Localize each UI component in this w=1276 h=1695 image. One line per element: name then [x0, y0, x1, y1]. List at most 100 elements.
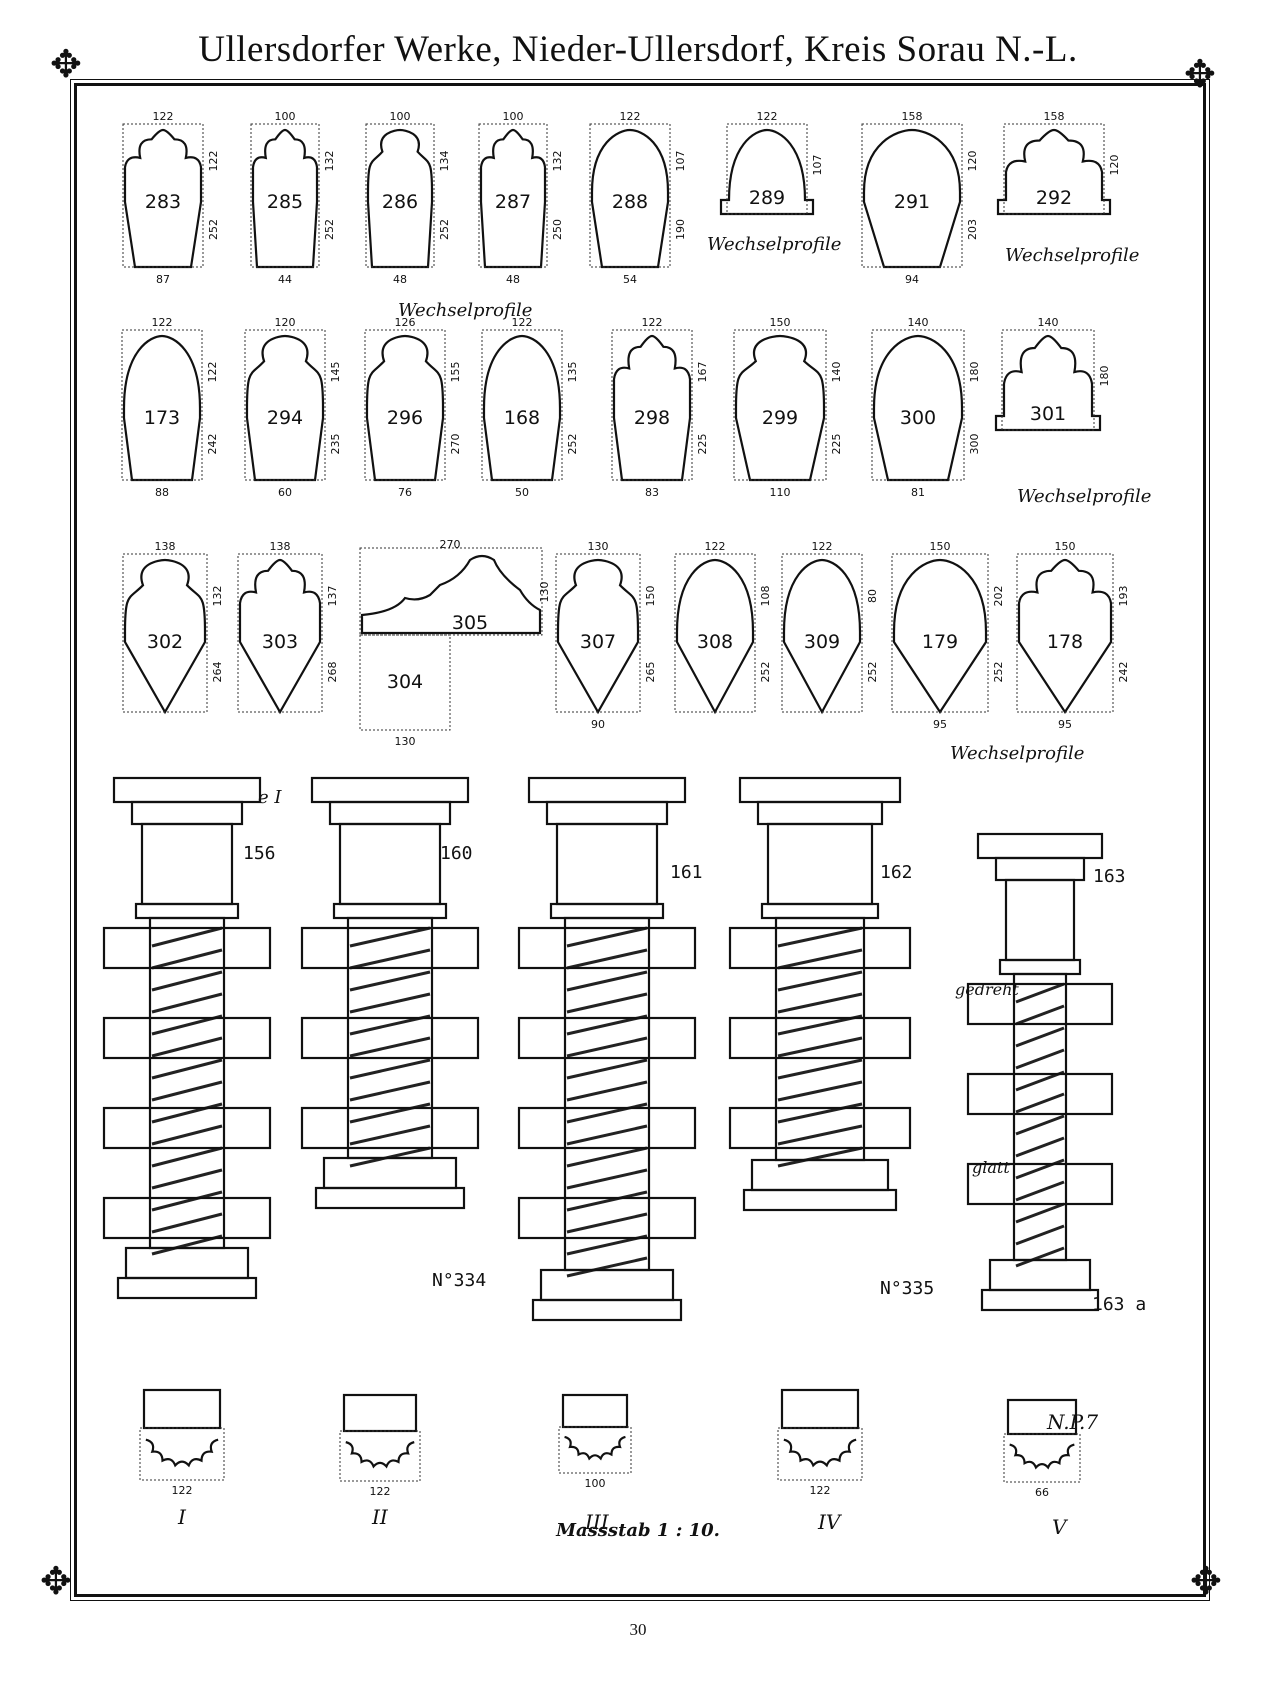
dimension-base: 76	[398, 486, 412, 499]
dimension-box	[1003, 123, 1105, 215]
dimension-height: 202	[992, 586, 1005, 607]
profile-outline	[782, 558, 862, 715]
column-reference: 163 a	[1092, 1294, 1147, 1315]
dimension-body: 225	[696, 434, 709, 455]
column-163-course-block	[966, 1162, 1114, 1206]
profile-outline	[996, 128, 1112, 216]
profile-outline	[590, 128, 670, 269]
column-162-course-block	[728, 926, 912, 970]
column-161-plan-dimension: 100	[585, 1477, 606, 1490]
column-156-plan-square	[142, 1388, 222, 1430]
column-162-base-torus	[750, 1158, 890, 1192]
dimension-height: 132	[211, 586, 224, 607]
dimension-body: 252	[323, 219, 336, 240]
dimension-body: 252	[438, 219, 451, 240]
column-156-plan-dimension: 122	[172, 1484, 193, 1497]
dimension-width: 270	[440, 538, 461, 551]
dimension-body: 250	[551, 219, 564, 240]
profile-outline	[994, 334, 1102, 432]
profile-number: 296	[387, 407, 423, 429]
plan-label: IV	[818, 1510, 841, 1534]
column-162-course-block	[728, 1016, 912, 1060]
dimension-width: 122	[153, 110, 174, 123]
profile-number: 287	[495, 191, 531, 213]
dimension-box	[237, 553, 323, 713]
dimension-box	[481, 329, 563, 481]
column-163-plan-dimension-box	[1003, 1433, 1081, 1483]
dimension-width: 150	[770, 316, 791, 329]
dimension-box	[121, 329, 203, 481]
profile-number: 302	[147, 631, 183, 653]
dimension-base: 88	[155, 486, 169, 499]
wechselprofile-note: Wechselprofile	[1005, 245, 1140, 266]
column-163-course-block	[966, 1072, 1114, 1116]
column-reference: N°334	[432, 1270, 487, 1291]
dimension-body: 252	[207, 219, 220, 240]
dimension-base: 48	[506, 273, 520, 286]
column-163-course-block	[966, 982, 1114, 1026]
dimension-body: 252	[992, 662, 1005, 683]
dimension-height: 120	[1108, 155, 1121, 176]
wechselprofile-note: Wechselprofile	[707, 234, 842, 255]
dimension-height: 122	[206, 362, 219, 383]
column-161-twist	[566, 970, 648, 992]
dimension-width: 122	[620, 110, 641, 123]
column-162-neck	[760, 902, 880, 920]
dimension-width: 140	[1038, 316, 1059, 329]
dimension-height: 80	[866, 589, 879, 603]
column-156-plinth	[116, 1276, 258, 1300]
column-156-twist	[151, 926, 223, 948]
profile-number: 179	[922, 631, 958, 653]
column-156-twist	[151, 948, 223, 970]
column-160-plan-lobes	[345, 1441, 415, 1469]
column-156-twist	[151, 1080, 223, 1102]
column-161-twist	[566, 1080, 648, 1102]
profile-number: 173	[144, 407, 180, 429]
dimension-box	[611, 329, 693, 481]
profile-outline	[556, 558, 640, 715]
profile-outline	[1017, 558, 1113, 715]
column-156-twist	[151, 1102, 223, 1124]
column-number: 162	[880, 862, 913, 883]
dimension-box	[555, 553, 641, 713]
column-161-course-block	[517, 1196, 697, 1240]
dimension-body: 300	[968, 434, 981, 455]
column-reference: N°335	[880, 1278, 935, 1299]
column-163-twist	[1015, 1246, 1065, 1268]
profile-outline	[482, 334, 562, 482]
column-162-capital-ring	[756, 800, 884, 826]
dimension-box	[478, 123, 548, 268]
column-156-twist	[151, 970, 223, 992]
profile-number: 294	[267, 407, 303, 429]
dimension-base: 130	[395, 735, 416, 748]
dimension-base: 83	[645, 486, 659, 499]
column-tag: e I	[258, 787, 282, 808]
profile-outline	[872, 334, 964, 482]
dimension-base: 54	[623, 273, 637, 286]
profile-number: 305	[452, 612, 488, 634]
profile-number: 299	[762, 407, 798, 429]
column-163-capital-ring	[994, 856, 1086, 882]
column-160-capital-ring	[328, 800, 452, 826]
dimension-base: 90	[591, 718, 605, 731]
column-161-plan-lobes	[564, 1435, 626, 1461]
dimension-body: 190	[674, 219, 687, 240]
profile-outline	[734, 334, 826, 482]
column-162-twist	[777, 970, 863, 992]
dimension-height: 107	[674, 151, 687, 172]
profile-number: 283	[145, 191, 181, 213]
column-156-twist	[151, 1190, 223, 1212]
column-161-twist	[566, 1102, 648, 1124]
column-163-capital	[1004, 878, 1076, 962]
dimension-box	[359, 547, 543, 636]
profile-number: 286	[382, 191, 418, 213]
column-156-twist	[151, 1146, 223, 1168]
column-163-twist	[1015, 1114, 1065, 1136]
column-156-twist	[151, 1036, 223, 1058]
column-160-shaft	[346, 916, 434, 1160]
wechselprofile-note: Wechselprofile	[950, 743, 1085, 764]
profile-number: 168	[504, 407, 540, 429]
dimension-height: 130	[538, 582, 551, 603]
dimension-body: 252	[759, 662, 772, 683]
dimension-height: 135	[566, 362, 579, 383]
